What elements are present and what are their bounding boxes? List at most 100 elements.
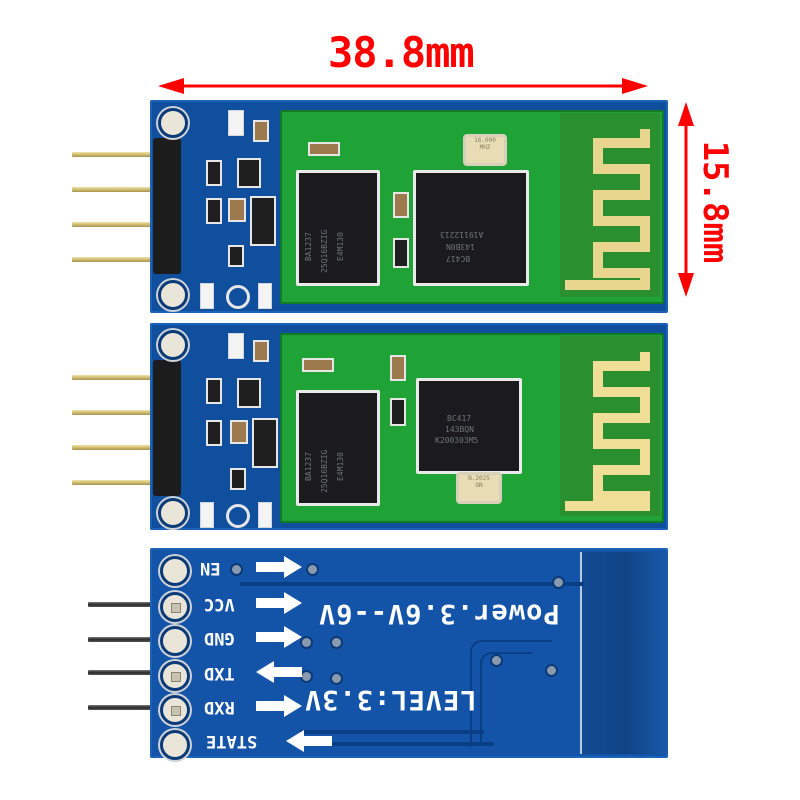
pin-label-txd: TXD xyxy=(204,663,235,683)
pcb-antenna xyxy=(560,113,660,297)
via xyxy=(300,636,313,649)
resistor xyxy=(206,420,222,446)
crystal-line-2: MHZ xyxy=(479,144,491,151)
header-pin xyxy=(72,375,180,380)
header-pin xyxy=(72,187,180,192)
pin-label-gnd: GND xyxy=(204,628,235,648)
transistor xyxy=(237,158,261,188)
flash-chip: BA1237 25Q16BZIG E4M130 xyxy=(296,170,380,286)
header-pin xyxy=(72,257,180,262)
width-dimension-label: 38.8mm xyxy=(328,28,475,77)
capacitor xyxy=(308,142,340,156)
double-arrow-horizontal-icon xyxy=(158,78,648,94)
via xyxy=(330,636,343,649)
pin-hole-rxd xyxy=(160,695,190,725)
power-spec-label: Power.3.6V--6V xyxy=(318,598,560,629)
header-pin xyxy=(72,222,180,227)
pin-hole-en xyxy=(160,556,190,586)
capacitor xyxy=(253,340,269,362)
flash-chip-line-2: 25Q16BZIG xyxy=(320,449,329,493)
pin-hole-txd xyxy=(160,661,190,691)
capacitor xyxy=(230,420,248,444)
bt-chip-line-2: 143BQN xyxy=(445,425,474,434)
crystal-line-2: ON xyxy=(475,482,483,489)
height-dimension-label: 15.8mm xyxy=(695,140,735,264)
bluetooth-chip: BC417 143BQN K200303M5 xyxy=(416,378,522,474)
pcb-antenna xyxy=(560,336,660,516)
flash-chip-line-1: BA1237 xyxy=(304,452,313,481)
antenna-trace-icon xyxy=(565,129,650,290)
width-dimension-arrow xyxy=(158,78,648,94)
header-pin xyxy=(88,637,170,642)
flash-chip-line-3: E4M130 xyxy=(336,232,345,261)
transistor xyxy=(237,378,261,408)
crystal-line-1: N.2025 xyxy=(468,475,490,482)
pin-header xyxy=(153,360,181,496)
capacitor xyxy=(228,198,246,222)
mounting-hole xyxy=(158,280,188,310)
via xyxy=(306,563,319,576)
led xyxy=(228,333,244,359)
bt-chip-line-2: 143B0N xyxy=(446,242,475,251)
arrow-left-icon xyxy=(256,661,302,683)
pin-label-rxd: RXD xyxy=(204,697,235,717)
inductor xyxy=(393,192,409,218)
pcb-trace xyxy=(240,582,584,586)
regulator xyxy=(252,418,278,468)
level-spec-label: LEVEL:3.3V xyxy=(304,684,477,715)
capacitor xyxy=(253,120,269,142)
pcb-trace xyxy=(470,640,552,747)
arrow-left-icon xyxy=(286,730,332,752)
pin-label-state: STATE xyxy=(206,731,258,751)
regulator xyxy=(250,196,276,246)
bt-chip-line-3: A19112213 xyxy=(440,230,484,239)
via xyxy=(230,563,243,576)
inductor xyxy=(390,398,406,426)
inductor xyxy=(393,238,409,268)
header-pin xyxy=(88,670,170,675)
resistor xyxy=(206,198,222,224)
pad xyxy=(200,502,214,528)
resistor xyxy=(206,160,222,186)
pin-label-vcc: VCC xyxy=(204,594,235,614)
via-ring xyxy=(226,285,250,309)
antenna-trace-icon xyxy=(565,352,650,511)
crystal-line-1: 16.000 xyxy=(474,137,496,144)
pad xyxy=(258,283,272,309)
arrow-right-icon xyxy=(256,556,302,578)
bt-chip-line-1: BC417 xyxy=(447,414,472,423)
mounting-hole xyxy=(158,108,188,138)
via xyxy=(490,654,503,667)
crystal-oscillator: N.2025 ON xyxy=(456,472,502,504)
resistor xyxy=(206,378,222,404)
pin-label-en: EN xyxy=(200,558,221,578)
led xyxy=(228,110,244,136)
pin-hole-gnd xyxy=(160,626,190,656)
flash-chip: BA1237 25Q16BZIG E4M130 xyxy=(296,390,380,506)
pin-header xyxy=(153,138,181,274)
arrow-right-icon xyxy=(256,626,302,648)
via xyxy=(552,576,565,589)
pad xyxy=(200,283,214,309)
header-pin xyxy=(72,445,180,450)
header-pin xyxy=(88,602,170,607)
resistor xyxy=(228,245,244,267)
pcb-trace xyxy=(330,742,494,746)
resistor xyxy=(230,468,246,490)
double-arrow-vertical-icon xyxy=(678,102,694,297)
capacitor xyxy=(302,358,334,372)
pcb-trace xyxy=(480,652,532,744)
header-pin xyxy=(88,705,170,710)
pad xyxy=(258,502,272,528)
header-pin xyxy=(72,152,180,157)
arrow-right-icon xyxy=(256,592,302,614)
arrow-right-icon xyxy=(256,695,302,717)
crystal-oscillator: 16.000 MHZ xyxy=(463,134,507,166)
antenna-keepout-area xyxy=(580,552,668,754)
via xyxy=(330,672,343,685)
capacitor xyxy=(390,355,406,381)
via xyxy=(545,664,558,677)
header-pin xyxy=(72,480,180,485)
bt-chip-line-1: BC417 xyxy=(446,254,471,263)
flash-chip-line-3: E4M130 xyxy=(336,452,345,481)
